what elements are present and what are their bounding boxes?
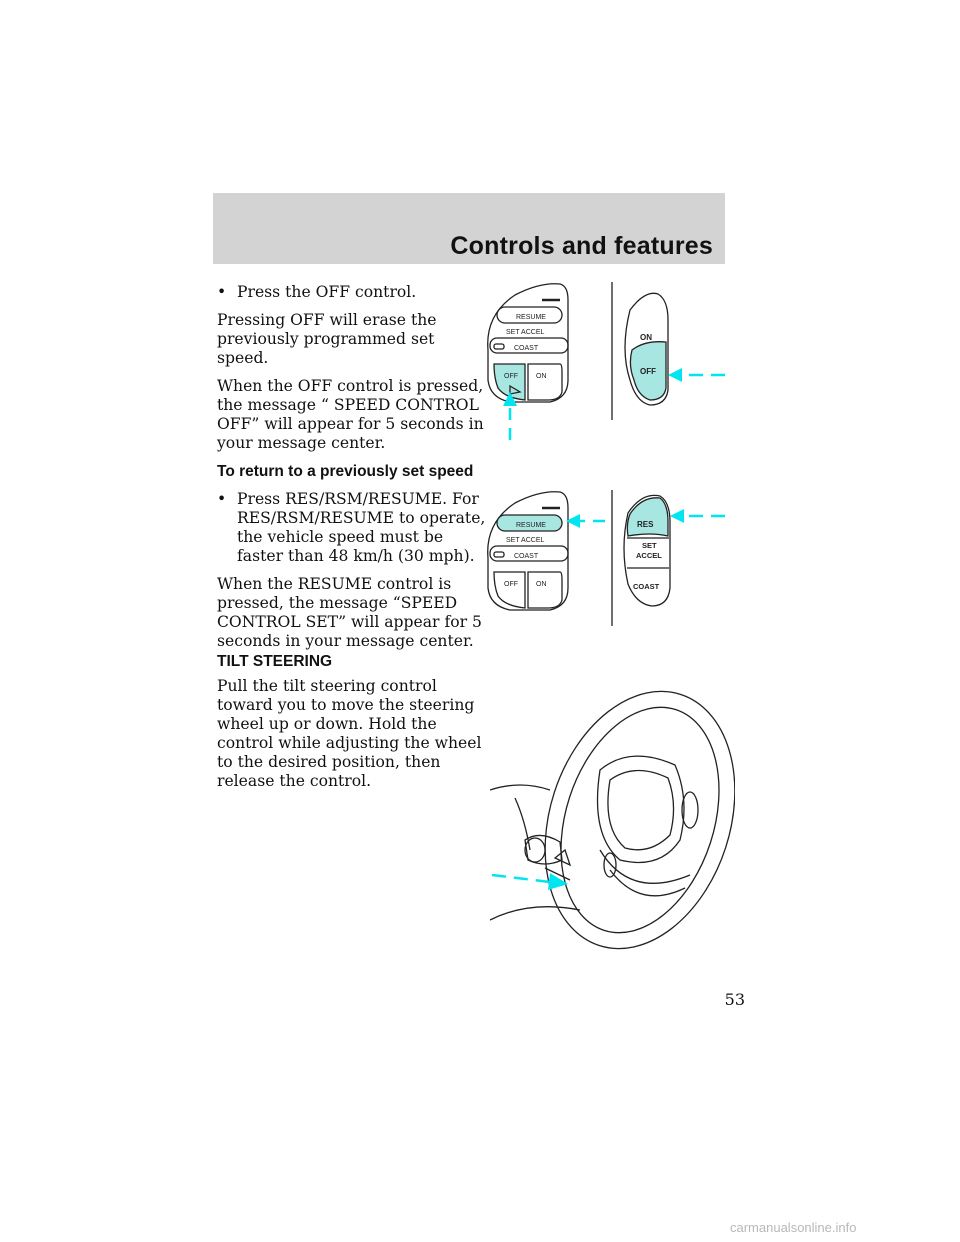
set-accel-label: SET ACCEL [506, 329, 544, 336]
section3-text: Pull the tilt steering control toward yo… [217, 677, 487, 800]
callout-arrowhead [566, 514, 580, 528]
watermark: carmanualsonline.info [730, 1220, 857, 1235]
bullet-text: Press RES/RSM/RESUME. For RES/RSM/RESUME… [237, 490, 486, 565]
section-heading: TILT STEERING [217, 653, 333, 670]
callout-line [491, 873, 551, 884]
bullet-symbol: • [217, 283, 227, 301]
coast-label: COAST [514, 553, 539, 560]
paragraph: When the RESUME control is pressed, the … [217, 575, 482, 650]
steering-control-pad-right [623, 494, 671, 607]
paragraph: Pull the tilt steering control toward yo… [217, 677, 482, 790]
paragraph: When the OFF control is pressed, the mes… [217, 377, 484, 452]
section-heading: To return to a previously set speed [217, 463, 474, 480]
coast-label-right: COAST [633, 582, 660, 591]
set-accel-label: SET ACCEL [506, 537, 544, 544]
speed-control-resume-figure: RESUME SET ACCEL COAST OFF ON RES SET AC… [487, 490, 725, 626]
callout-arrowhead [668, 368, 682, 382]
coast-label: COAST [514, 345, 539, 352]
callout-arrowhead [670, 509, 684, 523]
tilt-steering-wheel-figure [490, 690, 735, 950]
steering-control-pad-right [624, 292, 669, 406]
callout-arrowhead [503, 392, 517, 406]
on-label: ON [536, 373, 547, 380]
steering-wheel-illustration [490, 690, 735, 950]
steering-control-pad-left [487, 491, 569, 611]
callout-arrowhead [548, 873, 568, 890]
bullet-item: • Press RES/RSM/RESUME. For RES/RSM/RESU… [217, 490, 487, 566]
off-label: OFF [504, 373, 518, 380]
paragraph: Pressing OFF will erase the previously p… [217, 311, 437, 367]
section2-text: • Press RES/RSM/RESUME. For RES/RSM/RESU… [217, 490, 487, 660]
resume-label: RESUME [516, 522, 546, 529]
res-label: RES [637, 520, 654, 529]
bullet-text: Press the OFF control. [237, 283, 417, 301]
bullet-symbol: • [217, 490, 227, 508]
on-label-right: ON [640, 333, 652, 342]
on-label: ON [536, 581, 547, 588]
off-label-right: OFF [640, 367, 656, 376]
page-number: 53 [724, 990, 745, 1009]
accel-label: ACCEL [636, 551, 662, 560]
off-label: OFF [504, 581, 518, 588]
set-label: SET [642, 541, 657, 550]
section-header-band: Controls and features [213, 193, 725, 264]
bullet-item: • Press the OFF control. [217, 283, 487, 302]
steering-control-pad-left [487, 283, 569, 403]
resume-label: RESUME [516, 314, 546, 321]
section-title: Controls and features [450, 232, 713, 260]
section1-text: • Press the OFF control. Pressing OFF wi… [217, 283, 487, 462]
speed-control-off-figure: RESUME SET ACCEL COAST OFF ON ON OFF [487, 282, 725, 440]
